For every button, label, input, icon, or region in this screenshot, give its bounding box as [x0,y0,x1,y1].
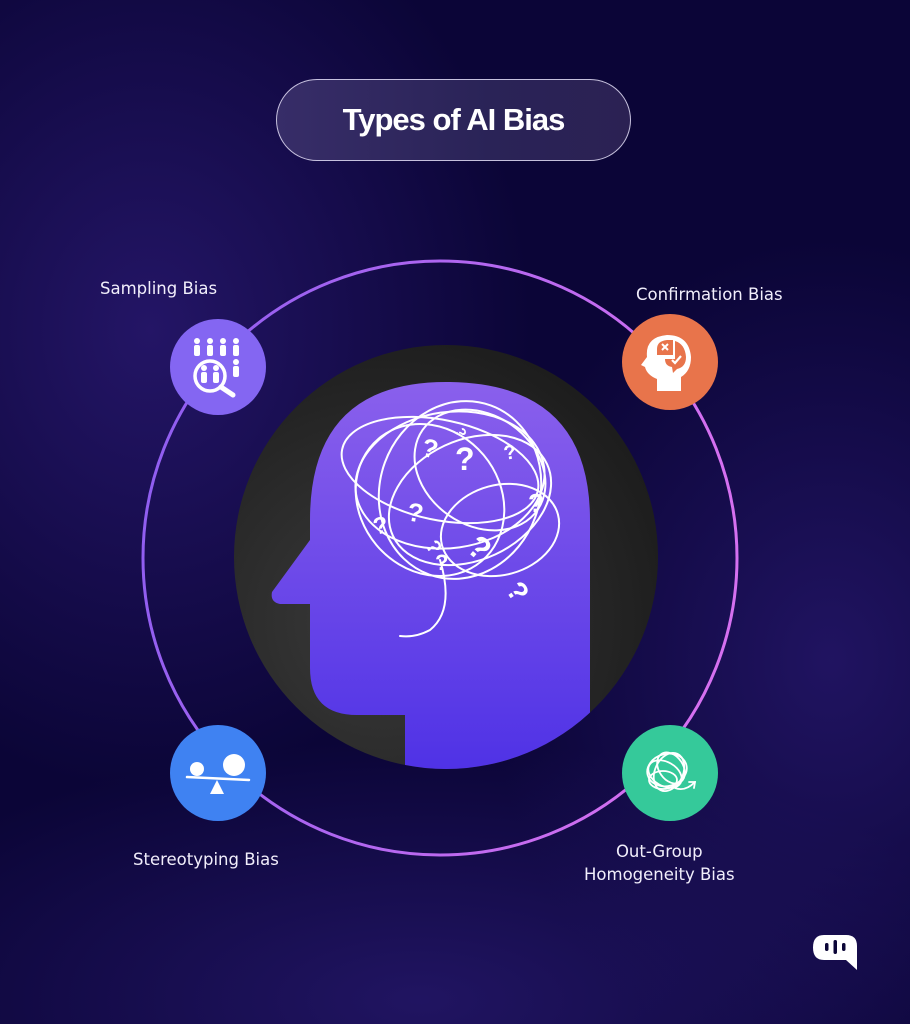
people-magnifier-icon [193,338,239,398]
label-out-group-homogeneity-bias: Out-Group Homogeneity Bias [584,840,735,886]
seesaw-scale-icon [185,754,251,794]
svg-text:?: ? [371,511,391,540]
svg-text:?: ? [452,426,470,440]
svg-text:?: ? [528,488,544,518]
tangled-arrow-icon [646,751,697,792]
svg-text:?: ? [500,576,535,608]
chat-bubble-logo-icon [813,935,857,970]
page-title: Types of AI Bias [342,102,566,137]
center-backdrop [234,345,658,769]
svg-text:?: ? [435,550,448,575]
svg-text:?: ? [405,496,426,528]
svg-text:?: ? [461,528,499,568]
out-group-homogeneity-bias-node [622,725,718,821]
head-silhouette-icon [271,381,590,769]
scribble-icon [340,400,561,638]
confirmation-bias-node [622,314,718,410]
title-pill: Types of AI Bias [276,79,631,161]
stereotyping-bias-node [170,725,266,821]
svg-text:?: ? [418,432,441,465]
svg-text:?: ? [455,441,475,477]
question-marks: ? ? ? ? ? ? ? ? ? ? ? [371,426,544,608]
sampling-bias-node [170,319,266,415]
label-sampling-bias: Sampling Bias [100,279,218,298]
svg-text:?: ? [502,441,518,465]
svg-text:?: ? [421,537,446,559]
label-line-2: Homogeneity Bias [584,865,735,884]
label-stereotyping-bias: Stereotyping Bias [133,850,279,869]
label-confirmation-bias: Confirmation Bias [636,285,783,304]
head-check-cross-icon [641,335,691,391]
label-line-1: Out-Group [615,842,703,861]
